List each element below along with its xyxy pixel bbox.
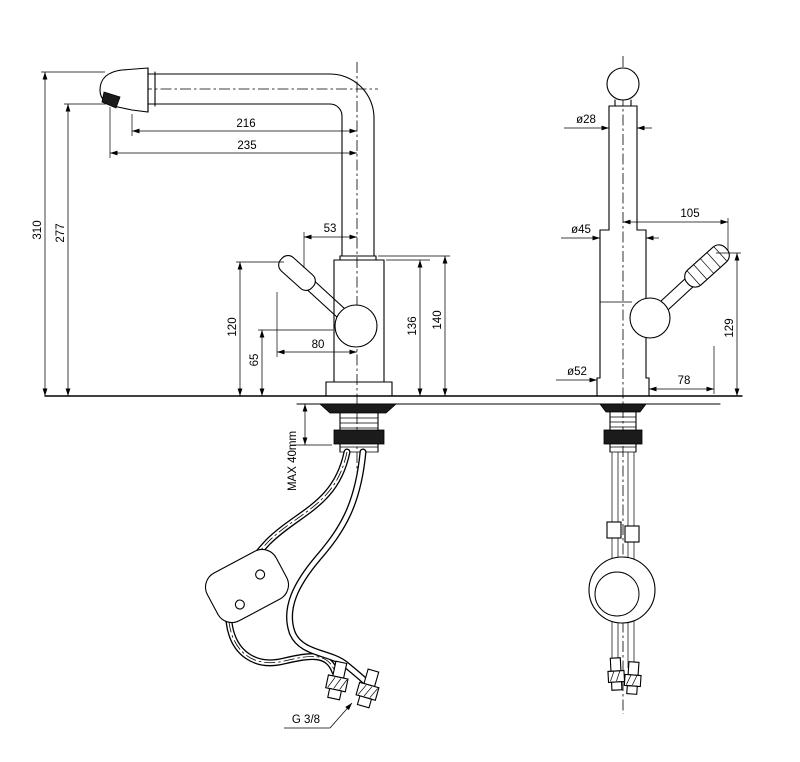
hose-connector-front-1 <box>325 660 349 701</box>
dimensions-side: ø28 105 ø45 129 ø52 78 <box>556 114 741 396</box>
locknut-side <box>603 429 643 445</box>
spray-head <box>99 67 156 113</box>
dim-label-140: 140 <box>432 310 444 329</box>
supply-hose <box>286 448 370 686</box>
hose-connector-front-2 <box>355 668 380 709</box>
dim-label-129: 129 <box>724 318 736 337</box>
hose-crimp-side <box>624 525 640 543</box>
dim-label-dia28: ø28 <box>576 114 596 126</box>
hose-weight <box>204 548 290 624</box>
hose-connector-side-1 <box>607 657 626 691</box>
thread-label-g38: G 3/8 <box>292 714 320 726</box>
mounting-hardware-front <box>318 403 398 453</box>
hose-crimp-side <box>606 521 622 539</box>
dim-label-65: 65 <box>249 354 261 367</box>
dim-label-max-40mm: MAX 40mm <box>287 431 299 491</box>
hose-loop-side <box>588 556 656 624</box>
weight-screw-icon <box>234 599 245 610</box>
dimensions-front: 216 235 310 277 53 120 65 <box>32 71 450 729</box>
dim-label-dia45: ø45 <box>571 224 591 236</box>
spray-nozzle <box>101 91 121 109</box>
dim-label-120: 120 <box>227 317 239 336</box>
dim-label-53: 53 <box>324 223 337 235</box>
dim-label-310: 310 <box>32 220 44 239</box>
riser-pipe-side <box>606 67 640 231</box>
weight-screw-icon <box>255 569 266 580</box>
hoses-side <box>588 452 656 695</box>
handle-ball-joint-front <box>334 304 378 348</box>
right-view: ø28 105 ø45 129 ø52 78 <box>556 67 741 695</box>
dim-label-78: 78 <box>678 375 691 387</box>
dim-label-dia52: ø52 <box>567 366 587 378</box>
handle-front <box>278 255 378 348</box>
handle-grip-front <box>278 255 316 291</box>
base-flange-front <box>318 403 398 414</box>
spout <box>147 73 375 257</box>
dim-label-80: 80 <box>312 339 325 351</box>
handle-side <box>629 244 730 339</box>
left-view: 216 235 310 277 53 120 65 <box>32 67 450 729</box>
dim-label-277: 277 <box>55 223 67 242</box>
mounting-hardware-side <box>599 403 647 453</box>
dim-label-216: 216 <box>236 118 255 130</box>
locknut-front <box>333 429 385 445</box>
countertop-line <box>44 395 743 405</box>
hose-connector-side-2 <box>623 661 642 695</box>
base-flange-side <box>599 403 647 413</box>
handle-ball-joint-side <box>629 297 671 339</box>
hoses-front <box>204 448 380 709</box>
spray-head-top-side <box>606 67 640 101</box>
faucet-body-front <box>325 255 393 397</box>
centerlines <box>102 56 624 714</box>
dim-label-235: 235 <box>237 140 256 152</box>
dim-label-136: 136 <box>407 316 419 335</box>
dim-label-105: 105 <box>680 208 699 220</box>
